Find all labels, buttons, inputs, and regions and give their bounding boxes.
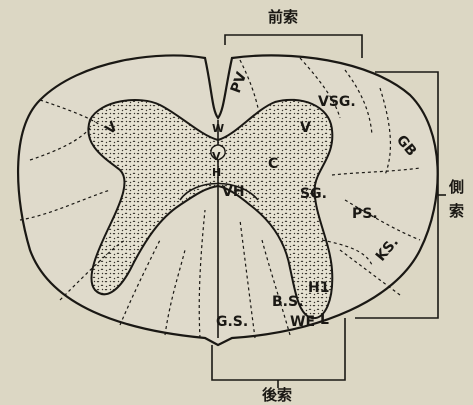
label-anterior-funiculus: 前索 xyxy=(268,8,298,26)
label-sg: SG. xyxy=(300,186,327,202)
anterior-bracket xyxy=(225,35,362,58)
label-w-top: W xyxy=(212,122,224,135)
label-v-mid: V xyxy=(212,150,221,163)
cord-outline xyxy=(18,55,438,345)
label-v-horn: V xyxy=(300,120,311,136)
label-bs: B.S. xyxy=(272,294,303,310)
label-vh: VH xyxy=(222,184,245,200)
label-posterior-funiculus: 後索 xyxy=(261,386,292,404)
label-vsg: VSG. xyxy=(318,94,356,110)
label-c: C xyxy=(268,156,278,172)
label-l: L xyxy=(320,312,329,328)
label-h-mid: H xyxy=(212,166,221,179)
label-we: WE xyxy=(290,314,315,330)
label-gs: G.S. xyxy=(216,314,248,330)
label-lateral-funiculus-1: 側 xyxy=(448,178,464,196)
label-lateral-funiculus-2: 索 xyxy=(449,202,464,220)
label-h1: H1 xyxy=(308,280,329,296)
label-ps: PS. xyxy=(352,206,378,222)
